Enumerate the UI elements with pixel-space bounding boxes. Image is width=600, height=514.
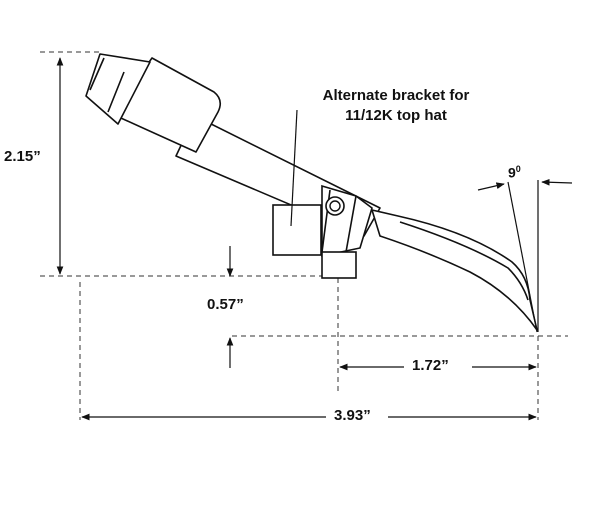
overall-length-label: 3.93” xyxy=(334,407,371,424)
angle-arrow-right xyxy=(541,178,573,186)
bracket-left-block xyxy=(272,204,322,256)
cap-seam-2 xyxy=(107,71,125,113)
angle-arrow-left xyxy=(477,182,505,191)
cap-seam xyxy=(89,57,105,91)
blade xyxy=(371,209,538,331)
angle-label: 90 xyxy=(508,160,521,182)
angle-value: 9 xyxy=(508,164,516,181)
angle-unit: 0 xyxy=(515,164,521,174)
callout-line-1: Alternate bracket for xyxy=(322,87,470,104)
callout-line-2: 11/12K top hat xyxy=(345,107,447,124)
clamp-edge-2 xyxy=(345,195,357,253)
offset-dimension-label: 0.57” xyxy=(207,296,244,313)
angle-annotation xyxy=(477,178,573,333)
bracket-callout-label: Alternate bracket for 11/12K top hat xyxy=(296,86,496,126)
height-dimension-label: 2.15” xyxy=(4,148,41,166)
pivot-inner-ring xyxy=(329,200,341,212)
blade-inner-edge xyxy=(399,221,529,301)
angle-reference-line-slanted xyxy=(507,181,538,333)
pivot-outer-ring xyxy=(325,196,345,216)
callout-leader-line xyxy=(290,109,298,227)
tip-distance-label: 1.72” xyxy=(412,357,449,374)
alternate-bracket xyxy=(272,184,373,279)
bracket-foot xyxy=(321,251,357,279)
blade-body xyxy=(371,209,538,331)
extension-lines xyxy=(40,51,568,420)
